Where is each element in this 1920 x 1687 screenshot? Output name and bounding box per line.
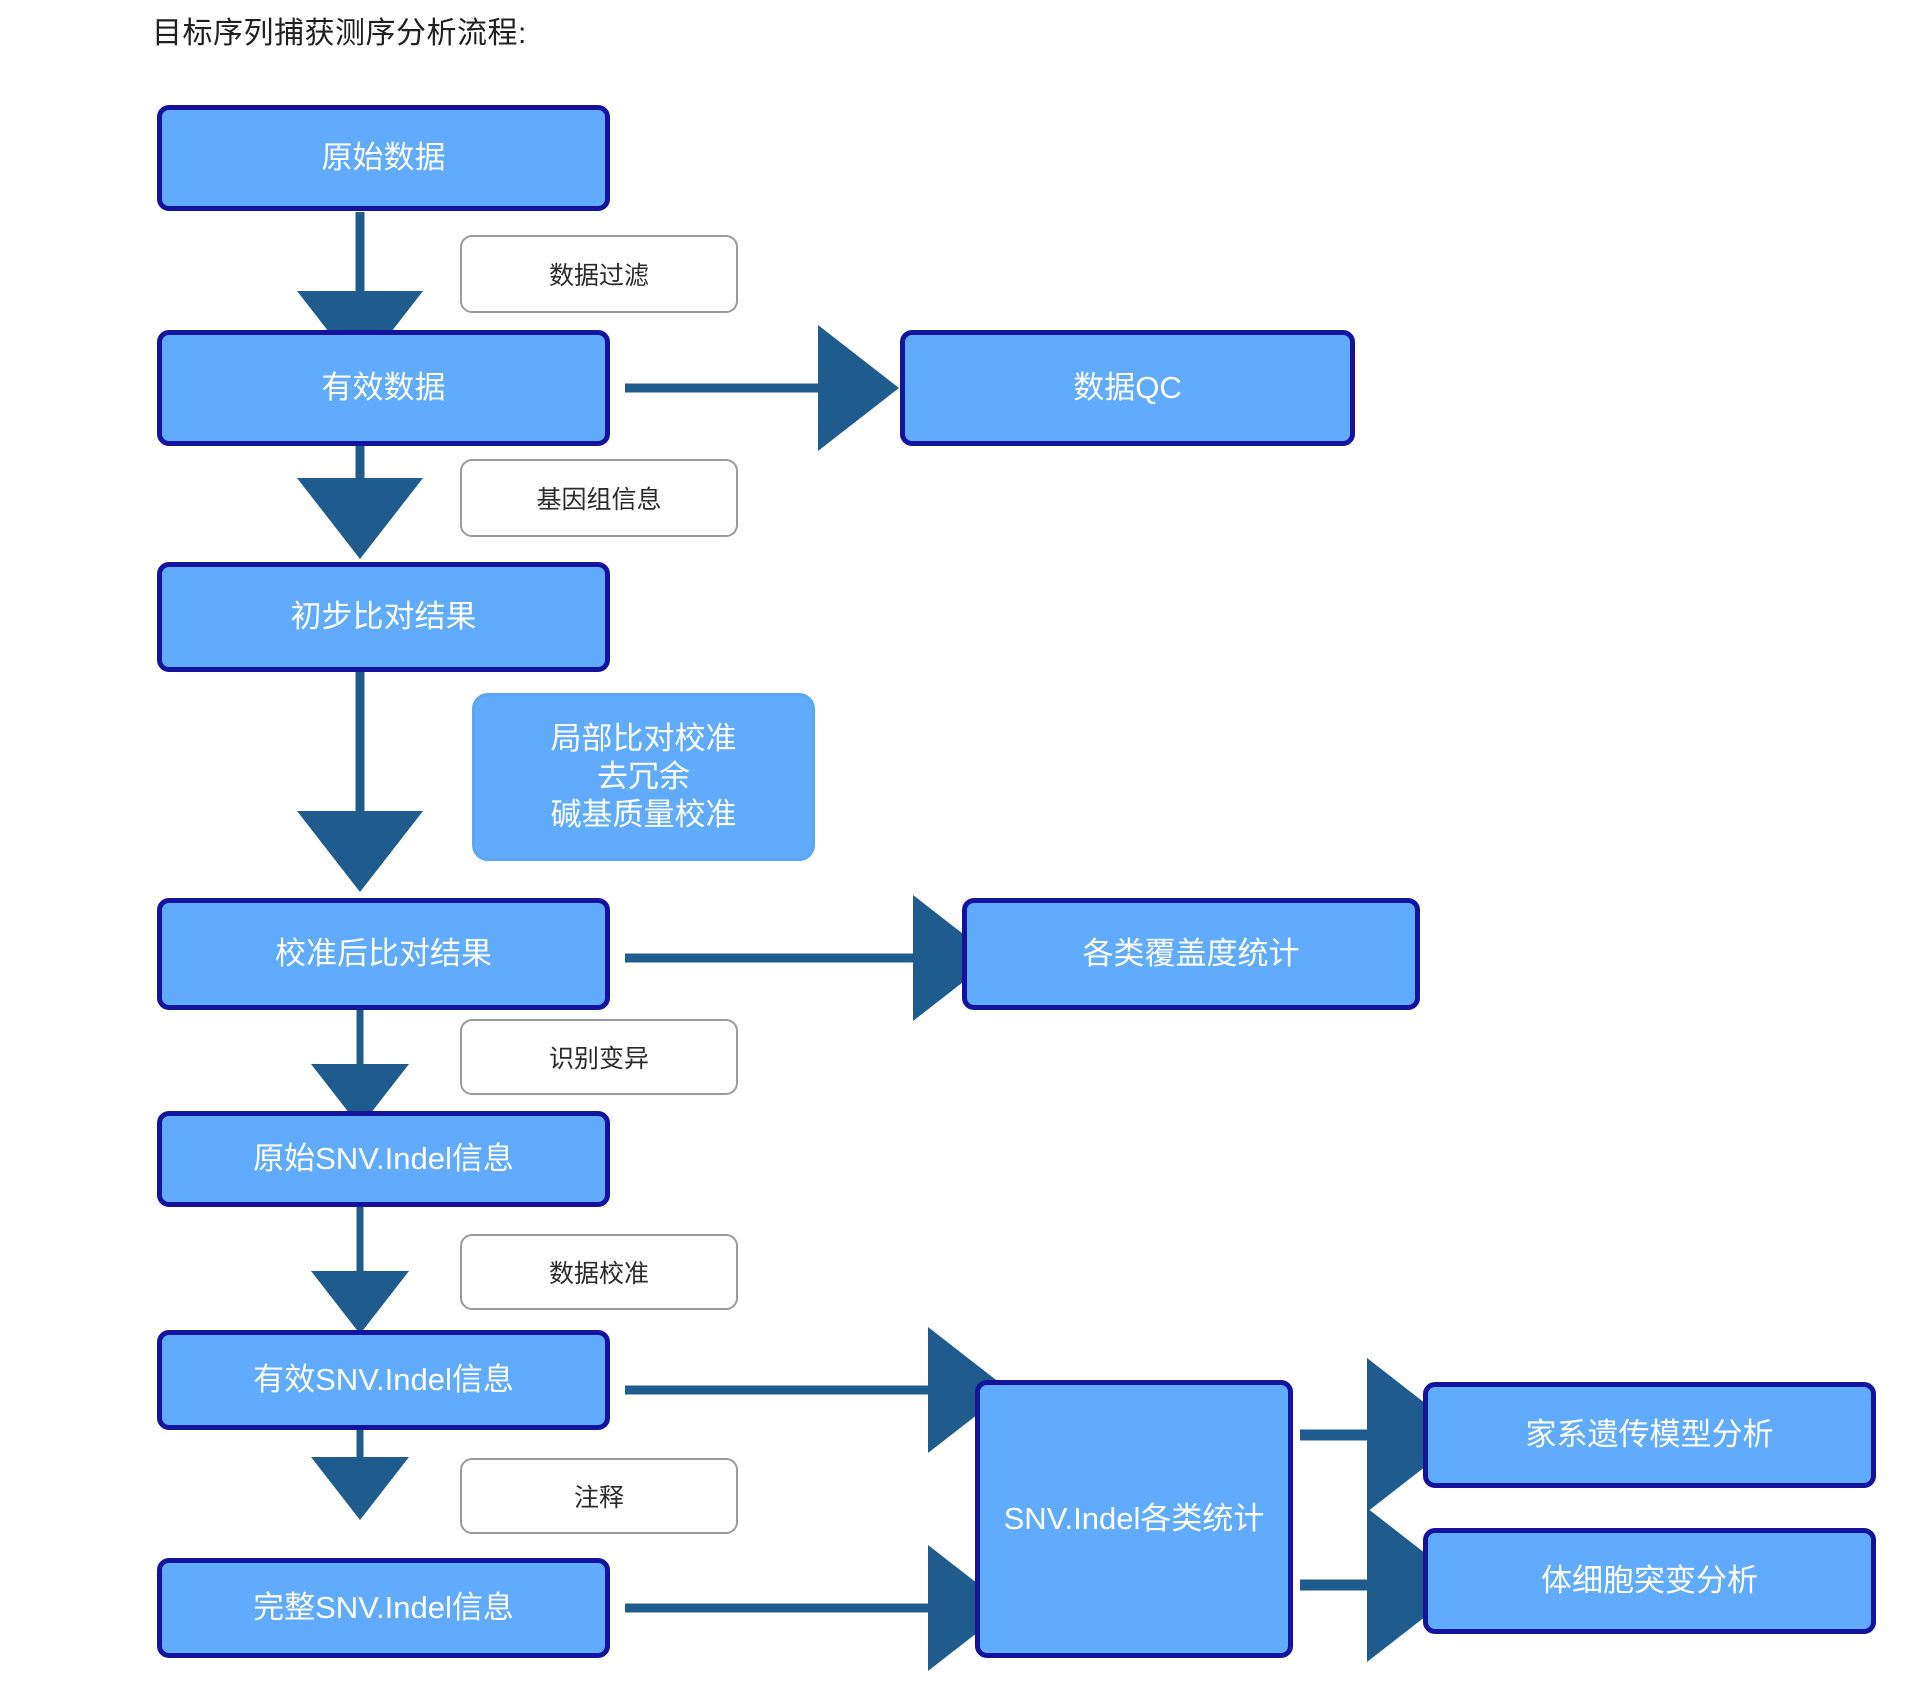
node-label: 完整SNV.Indel信息 <box>253 1590 514 1626</box>
edge-label-annotate[interactable]: 注释 <box>460 1458 738 1534</box>
node-label: 体细胞突变分析 <box>1541 1563 1758 1599</box>
edge-label-text: 基因组信息 <box>536 486 662 514</box>
node-label-line-2: 去冗余 <box>597 759 690 795</box>
node-label: 校准后比对结果 <box>275 936 492 972</box>
node-label: SNV.Indel各类统计 <box>1003 1501 1265 1537</box>
node-label: 原始数据 <box>321 140 446 176</box>
edge-label-text: 数据过滤 <box>548 262 649 290</box>
node-label: 家系遗传模型分析 <box>1525 1417 1774 1453</box>
node-raw-data[interactable]: 原始数据 <box>157 105 610 211</box>
node-pedigree[interactable]: 家系遗传模型分析 <box>1423 1382 1876 1488</box>
node-realign-note[interactable]: 局部比对校准 去冗余 碱基质量校准 <box>472 693 815 861</box>
node-calibrated-align[interactable]: 校准后比对结果 <box>157 898 610 1010</box>
node-valid-snv-indel[interactable]: 有效SNV.Indel信息 <box>157 1330 610 1430</box>
node-valid-data[interactable]: 有效数据 <box>157 330 610 446</box>
edge-label-text: 数据校准 <box>548 1260 649 1288</box>
edge-label-text: 识别变异 <box>548 1045 649 1073</box>
node-full-snv-indel[interactable]: 完整SNV.Indel信息 <box>157 1558 610 1658</box>
edge-label-genome-info[interactable]: 基因组信息 <box>460 459 738 537</box>
node-label-line-1: 局部比对校准 <box>550 721 737 757</box>
node-label: 数据QC <box>1073 370 1182 406</box>
node-label: 各类覆盖度统计 <box>1082 936 1300 972</box>
page-title: 目标序列捕获测序分析流程: <box>152 17 527 50</box>
node-data-qc[interactable]: 数据QC <box>900 330 1355 446</box>
node-raw-snv-indel[interactable]: 原始SNV.Indel信息 <box>157 1111 610 1207</box>
node-somatic[interactable]: 体细胞突变分析 <box>1423 1528 1876 1634</box>
node-snv-indel-stats[interactable]: SNV.Indel各类统计 <box>975 1380 1293 1658</box>
node-coverage-stats[interactable]: 各类覆盖度统计 <box>962 898 1420 1010</box>
node-label-line-3: 碱基质量校准 <box>550 796 737 832</box>
edge-label-call-variants[interactable]: 识别变异 <box>460 1019 738 1095</box>
edge-label-recalibrate[interactable]: 数据校准 <box>460 1234 738 1310</box>
node-label: 有效SNV.Indel信息 <box>253 1362 514 1398</box>
node-initial-align[interactable]: 初步比对结果 <box>157 562 610 672</box>
edge-label-filter[interactable]: 数据过滤 <box>460 235 738 313</box>
node-label: 有效数据 <box>321 370 446 406</box>
node-label: 原始SNV.Indel信息 <box>253 1141 514 1177</box>
edge-label-text: 注释 <box>573 1484 624 1512</box>
node-label: 初步比对结果 <box>290 599 477 635</box>
